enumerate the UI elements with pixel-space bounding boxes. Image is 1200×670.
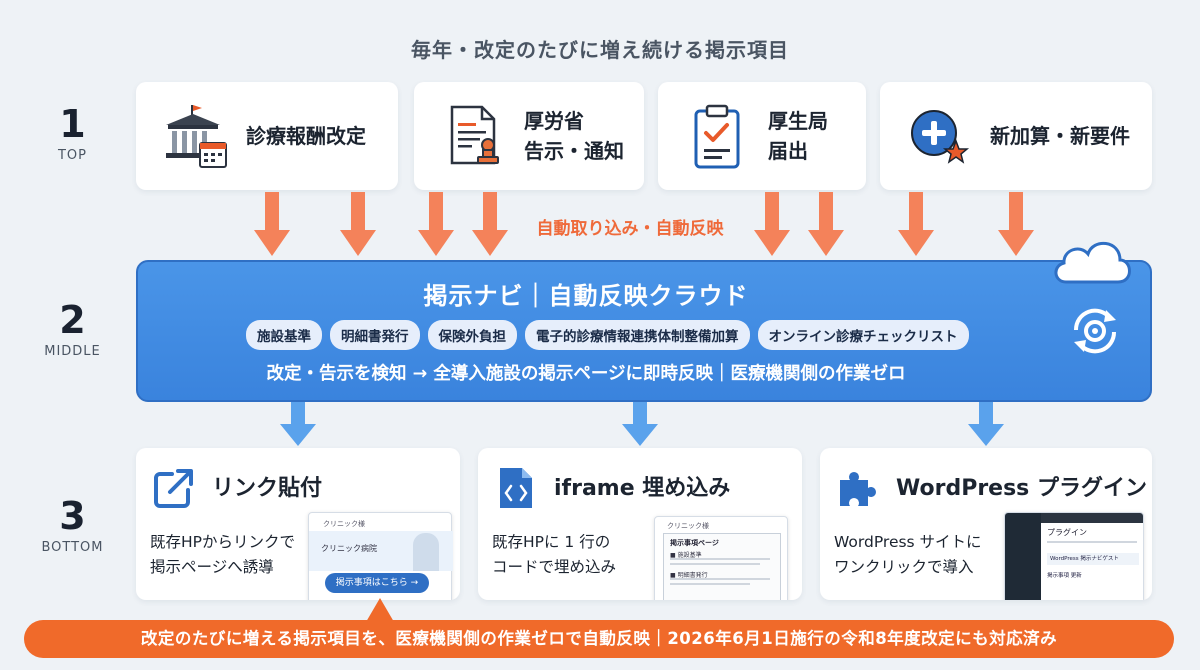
level-middle: 2 MIDDLE — [20, 300, 125, 359]
mock-heading: 掲示事項ページ — [670, 539, 719, 547]
code-file-icon — [500, 468, 532, 508]
level-label: MIDDLE — [44, 344, 101, 359]
level-label: BOTTOM — [41, 540, 104, 555]
level-bottom: 3 BOTTOM — [20, 496, 125, 555]
mock-hero-text: クリニック病院 — [321, 544, 377, 553]
method-description: 既存HPからリンクで掲示ページへ誘導 — [150, 533, 296, 576]
arrow-down-icon — [808, 192, 844, 256]
feature-chip: 明細書発行 — [330, 320, 420, 350]
platform-title: 掲示ナビ｜自動反映クラウド — [423, 282, 749, 310]
arrow-down-icon — [280, 402, 316, 446]
level-label: TOP — [57, 148, 87, 163]
method-description: 既存HPに 1 行のコードで埋め込み — [492, 533, 617, 576]
level-number: 1 — [59, 102, 86, 146]
mock-brand: クリニック様 — [323, 520, 365, 528]
mock-brand: クリニック様 — [667, 522, 709, 530]
source-card-mhlw-notice: 厚労省告示・通知 — [414, 82, 644, 190]
arrow-down-icon — [898, 192, 934, 256]
ingest-arrows — [254, 192, 1034, 256]
arrow-down-icon — [418, 192, 454, 256]
level-top: 1 TOP — [20, 104, 125, 163]
arrow-down-icon — [754, 192, 790, 256]
feature-chip: オンライン診療チェックリスト — [757, 320, 969, 350]
feature-chips: 施設基準 明細書発行 保険外負担 電子的診療情報連携体制整備加算 オンライン診療… — [246, 320, 969, 350]
source-label: 厚労省告示・通知 — [524, 109, 624, 163]
source-label: 診療報酬改定 — [246, 124, 366, 148]
doctor-illustration — [413, 533, 439, 571]
notice-link-button[interactable]: 掲示事項はこちら → — [325, 573, 429, 593]
platform-subtitle: 改定・告示を検知 → 全導入施設の掲示ページに即時反映｜医療機関側の作業ゼロ — [266, 364, 906, 384]
wordpress-admin-mockup: プラグイン WordPress 掲示ナビゲスト 掲示事項 更新 — [1004, 512, 1144, 600]
delivery-arrows — [280, 402, 1004, 446]
mock-heading: プラグイン — [1047, 528, 1087, 537]
callout-pointer — [366, 598, 394, 622]
arrow-down-icon — [472, 192, 508, 256]
page-title: 毎年・改定のたびに増え続ける掲示項目 — [411, 38, 789, 62]
arrow-down-icon — [254, 192, 290, 256]
method-card-iframe: iframe 埋め込み 既存HPに 1 行のコードで埋め込み クリニック様 掲示… — [478, 448, 802, 600]
link-page-mockup: クリニック様 クリニック病院 掲示事項はこちら → — [308, 512, 453, 600]
footer-banner: 改定のたびに増える掲示項目を、医療機関側の作業ゼロで自動反映｜2026年6月1日… — [24, 620, 1174, 658]
level-number: 2 — [59, 298, 86, 342]
puzzle-piece-icon — [840, 472, 876, 506]
embedded-frame: 掲示事項ページ ■ 施設基準 ■ 明細書発行 — [663, 533, 781, 600]
arrow-down-icon — [622, 402, 658, 446]
feature-chip: 電子的診療情報連携体制整備加算 — [525, 320, 750, 350]
method-title: iframe 埋め込み — [554, 476, 731, 501]
sync-gear-icon — [1073, 308, 1117, 354]
clipboard-check-icon — [694, 104, 740, 169]
arrow-down-icon — [998, 192, 1034, 256]
arrow-down-icon — [340, 192, 376, 256]
source-label: 厚生局届出 — [768, 109, 828, 163]
external-link-icon — [154, 469, 193, 508]
iframe-page-mockup: クリニック様 掲示事項ページ ■ 施設基準 ■ 明細書発行 — [654, 516, 788, 600]
method-card-wordpress: WordPress プラグイン WordPress サイトにワンクリックで導入 … — [820, 448, 1152, 600]
method-description: WordPress サイトにワンクリックで導入 — [834, 533, 982, 576]
government-building-calendar-icon — [166, 105, 227, 168]
source-card-new-requirements: 新加算・新要件 — [880, 82, 1152, 190]
source-card-fee-revision: 診療報酬改定 — [136, 82, 398, 190]
document-stamp-icon — [450, 105, 499, 165]
method-title: WordPress プラグイン — [896, 476, 1147, 501]
feature-chip: 保険外負担 — [427, 320, 517, 350]
flow-label: 自動取り込み・自動反映 — [536, 219, 724, 239]
method-card-link: リンク貼付 既存HPからリンクで掲示ページへ誘導 クリニック様 クリニック病院 … — [136, 448, 460, 600]
level-number: 3 — [59, 494, 86, 538]
method-title: リンク貼付 — [212, 476, 323, 501]
wp-admin-sidebar — [1005, 513, 1041, 600]
feature-chip: 施設基準 — [246, 320, 322, 350]
plus-star-icon — [911, 110, 970, 164]
source-label: 新加算・新要件 — [990, 124, 1130, 148]
source-card-bureau-filing: 厚生局届出 — [658, 82, 866, 190]
arrow-down-icon — [968, 402, 1004, 446]
cloud-icon — [1054, 242, 1131, 284]
